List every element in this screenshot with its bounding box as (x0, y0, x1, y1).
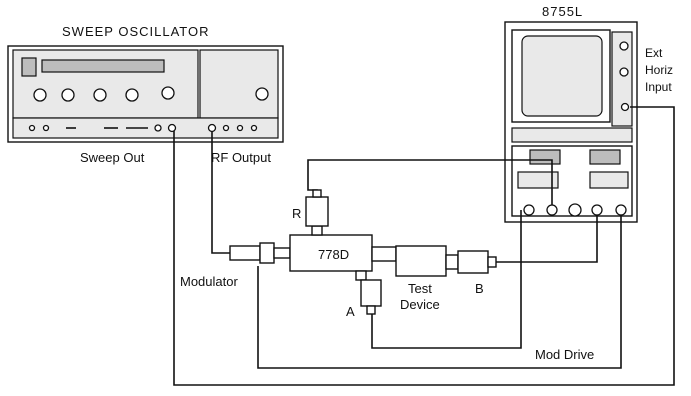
frequency-display (41, 59, 165, 73)
a-detector-cable (371, 210, 522, 349)
panel-jack-3 (154, 124, 162, 132)
sweep-oscillator-title: SWEEP OSCILLATOR (62, 24, 210, 39)
analyzer-control-strip (511, 127, 633, 143)
channel-1-buttons (517, 171, 559, 189)
sweep-knob-4 (125, 88, 139, 102)
test-device-label-line2: Device (400, 297, 440, 312)
oscillator-rf-panel (199, 49, 279, 119)
rf-level-knob (255, 87, 269, 101)
panel-jack-1 (28, 124, 36, 132)
b-detector-label: B (475, 281, 484, 296)
test-device-body (395, 245, 447, 277)
panel-jack-5 (236, 124, 244, 132)
a-detector-label: A (346, 304, 355, 319)
test-device-label-line1: Test (408, 281, 432, 296)
input-label: Input (645, 80, 672, 94)
ext-label: Ext (645, 46, 663, 60)
mod-drive-label: Mod Drive (535, 347, 594, 362)
b-detector-body (457, 250, 489, 274)
coupler-body (289, 234, 373, 272)
modulator: Modulator (180, 242, 291, 289)
r-detector-tip (312, 189, 322, 198)
rf-output-cable (211, 131, 230, 254)
panel-jack-2 (42, 124, 50, 132)
a-detector-tip (366, 305, 376, 315)
sweep-out-cable (173, 106, 675, 386)
b-detector-tip (487, 256, 497, 268)
sweep-oscillator: SWEEP OSCILLATOR Sweep Out RF Output (7, 24, 284, 165)
test-device: Test Device (395, 245, 447, 312)
a-detector-body (360, 279, 382, 307)
b-detector-adapter (445, 254, 459, 270)
rf-output-label: RF Output (211, 150, 271, 165)
analyzer-input-jack-2 (546, 204, 558, 216)
coupler-a-port (355, 270, 367, 281)
panel-jack-4 (222, 124, 230, 132)
oscillator-indicator (21, 57, 37, 77)
coupler-label: 778D (318, 247, 349, 262)
r-detector: R (292, 189, 329, 227)
ext-horiz-input-jack (620, 102, 630, 112)
analyzer-center-jack (568, 203, 582, 217)
b-detector: B (445, 250, 497, 296)
analyzer-input-jack-4 (615, 204, 627, 216)
network-analyzer: 8755L Ext Horiz Input (504, 4, 673, 223)
rf-output-jack (207, 123, 217, 133)
modulator-connector (273, 247, 291, 259)
sweep-knob-3 (93, 88, 107, 102)
sweep-knob-1 (33, 88, 47, 102)
sweep-knob-2 (61, 88, 75, 102)
crt-screen (521, 35, 603, 117)
crt-focus-knob (619, 67, 629, 77)
modulator-label: Modulator (180, 274, 238, 289)
dual-directional-coupler: 778D (289, 225, 397, 281)
sweep-out-label: Sweep Out (80, 150, 145, 165)
panel-jack-6 (250, 124, 258, 132)
channel-display-1 (529, 149, 561, 165)
mod-drive-cable (257, 215, 622, 369)
channel-2-buttons (589, 171, 629, 189)
crt-side-controls (611, 31, 633, 127)
b-detector-cable (496, 215, 598, 263)
crt-intensity-knob (619, 41, 629, 51)
a-detector: A (346, 279, 382, 319)
modulator-flange (259, 242, 275, 264)
sweep-out-jack (167, 123, 177, 133)
cables (173, 106, 675, 386)
coupler-r-port (311, 225, 323, 236)
r-detector-label: R (292, 206, 301, 221)
channel-display-2 (589, 149, 621, 165)
coupler-output-port (371, 246, 397, 262)
r-detector-body (305, 196, 329, 227)
sweep-knob-5 (161, 86, 175, 100)
modulator-body (229, 245, 261, 261)
analyzer-input-jack-1 (523, 204, 535, 216)
horiz-label: Horiz (645, 63, 673, 77)
analyzer-input-jack-3 (591, 204, 603, 216)
analyzer-title: 8755L (542, 4, 583, 19)
